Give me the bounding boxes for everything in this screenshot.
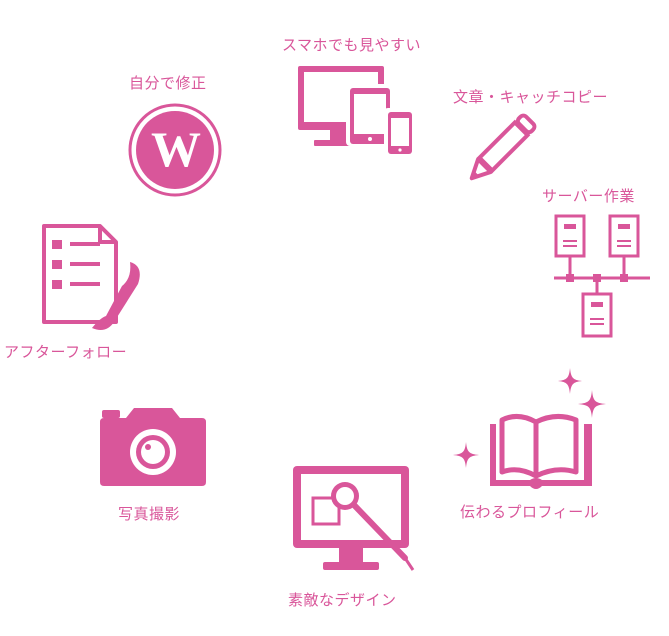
feature-label: 文章・キャッチコピー (453, 88, 609, 106)
feature-label: 素敵なデザイン (288, 591, 397, 609)
camera-icon (100, 408, 206, 486)
svg-text:W: W (151, 121, 201, 177)
design-monitor-icon (293, 466, 415, 571)
pencil-icon (469, 113, 537, 181)
feature-label: 自分で修正 (129, 74, 207, 92)
open-book-sparkle-icon (453, 368, 606, 489)
feature-label: スマホでも見やすい (282, 36, 422, 54)
wordpress-icon: W (128, 103, 222, 197)
feature-label: アフターフォロー (4, 343, 128, 361)
multi-device-icon (298, 66, 416, 156)
checklist-phone-icon (42, 224, 140, 330)
feature-label: 写真撮影 (118, 505, 181, 523)
server-network-icon (554, 214, 650, 338)
feature-label: サーバー作業 (542, 187, 635, 205)
feature-label: 伝わるプロフィール (460, 503, 600, 521)
